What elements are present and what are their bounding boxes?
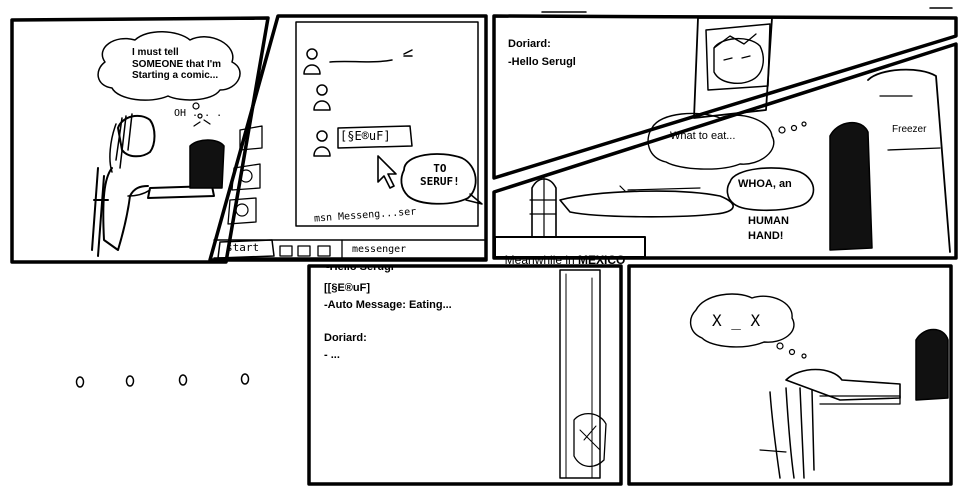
panel-4 — [492, 42, 958, 260]
panel-2-speech: TO SERUF! — [420, 162, 460, 188]
panel-4-exclaim-3: HAND! — [748, 230, 784, 242]
taskbar-messenger-item: messenger — [352, 244, 407, 255]
panel-6-line-1: -Hello Serugl — [326, 261, 394, 273]
panel-6-line-4: Doriard: — [324, 332, 367, 344]
panel-3-line: -Hello Serugl — [508, 56, 576, 68]
panel-4-exclaim-2: HUMAN — [748, 215, 789, 227]
panel-7 — [627, 264, 953, 486]
panel-6-line-5: - ... — [324, 349, 340, 361]
panel-4-thought: What to eat... — [670, 130, 736, 142]
caption-meanwhile: Meanwhile in MEXICO — [498, 240, 626, 268]
panel-5 — [75, 373, 250, 388]
panel-6-line-2: [[§E®uF] — [324, 282, 370, 294]
panel-4-exclaim-1: WHOA, an — [738, 178, 792, 190]
panel-3 — [492, 7, 958, 180]
panel-6-line-3: -Auto Message: Eating... — [324, 299, 452, 311]
panel-6 — [307, 264, 623, 486]
caption-place: MEXICO — [578, 252, 626, 267]
panel-7-thought: X _ X — [712, 311, 761, 330]
panel-2-contact-name: [§E®uF] — [340, 129, 391, 143]
start-button: start — [226, 241, 260, 254]
panel-1-oh: OH . . . — [174, 108, 223, 119]
freezer-label: Freezer — [892, 124, 927, 135]
panel-1 — [10, 16, 270, 264]
panel-2 — [208, 14, 488, 262]
panel-3-speaker: Doriard: — [508, 38, 551, 50]
panel-1-thought: I must tell SOMEONE that I'm Starting a … — [132, 47, 222, 81]
caption-prefix: Meanwhile in — [504, 252, 579, 267]
